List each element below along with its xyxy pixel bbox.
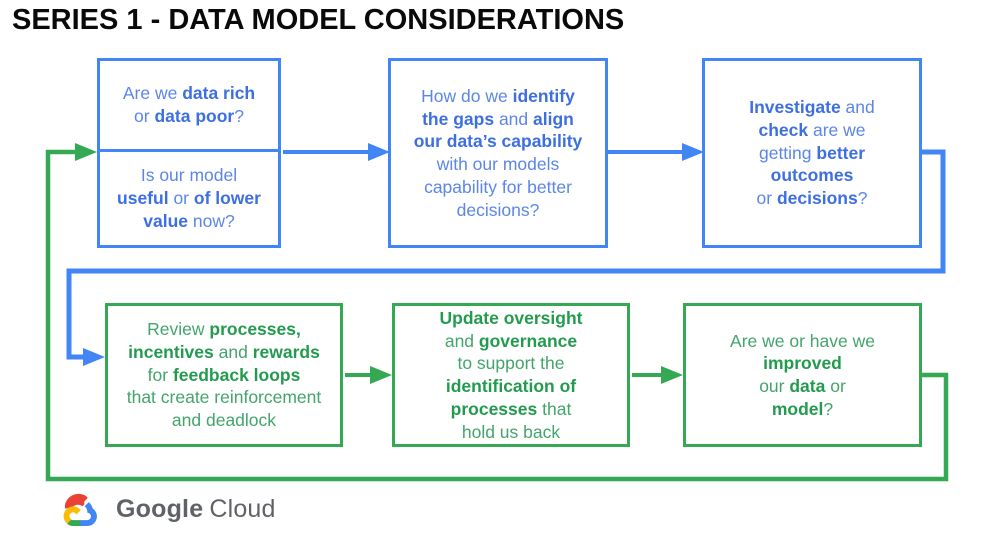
arrow-box4-to-box5: [345, 366, 392, 384]
arrow-box2-to-box3: [608, 143, 704, 161]
logo-brand-text: Google: [116, 494, 204, 523]
loop-box6-to-box1: [45, 143, 949, 482]
arrow-box1-to-box2: [283, 143, 390, 161]
google-cloud-icon: [63, 493, 97, 526]
page-title: SERIES 1 - DATA MODEL CONSIDERATIONS: [12, 4, 625, 36]
logo-product-text: Cloud: [209, 494, 276, 523]
arrow-box5-to-box6: [632, 366, 683, 384]
loop-box3-to-box4: [66, 149, 946, 366]
